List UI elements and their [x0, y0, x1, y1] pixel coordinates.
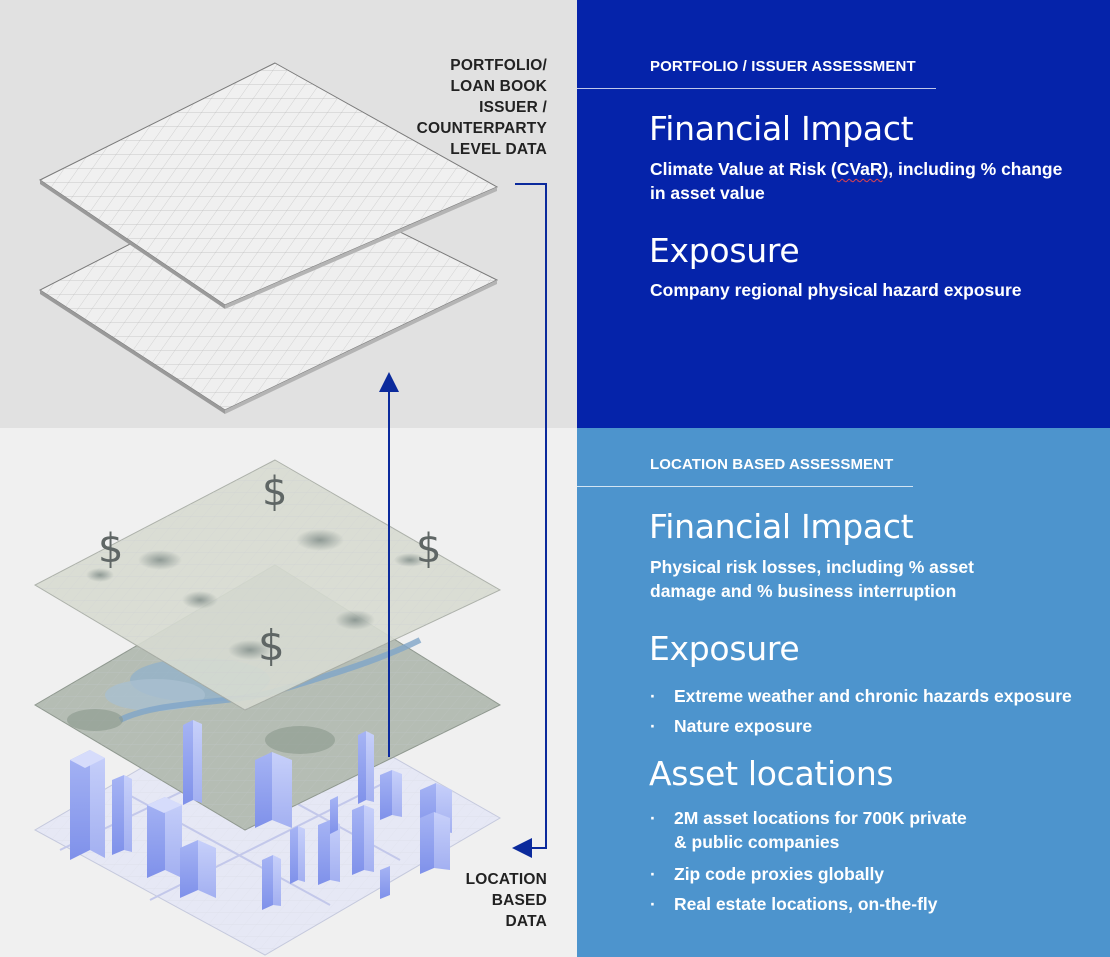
- wireframe-plate-upper: [39, 62, 499, 309]
- location-assessment-panel: LOCATION BASED ASSESSMENT Financial Impa…: [577, 428, 1110, 957]
- location-heading: LOCATION BASED ASSESSMENT: [650, 456, 894, 473]
- portfolio-label-line: LOAN BOOK: [450, 78, 547, 95]
- location-exposure-title: Exposure: [649, 629, 800, 668]
- asset-bullet-line: Real estate locations, on-the-fly: [674, 894, 938, 914]
- bracket-connector: [512, 183, 547, 858]
- location-label-line: DATA: [505, 913, 547, 930]
- portfolio-label-line: LEVEL DATA: [450, 141, 547, 158]
- cvar-suffix: ), including % change: [882, 159, 1063, 179]
- portfolio-exposure-title: Exposure: [649, 231, 800, 270]
- portfolio-label-line: ISSUER /: [479, 99, 547, 116]
- location-financial-line1: Physical risk losses, including % asset: [650, 557, 974, 577]
- portfolio-label-line: COUNTERPARTY: [416, 120, 547, 137]
- layer-illustration: $ $ $ $: [33, 62, 547, 956]
- location-financial-line2: damage and % business interruption: [650, 581, 957, 601]
- portfolio-divider: [577, 88, 936, 89]
- dollar-sign-2: $: [98, 526, 123, 572]
- portfolio-heading: PORTFOLIO / ISSUER ASSESSMENT: [650, 58, 916, 75]
- asset-bullet: Real estate locations, on-the-fly: [650, 892, 967, 916]
- portfolio-financial-line1: Climate Value at Risk (CVaR), including …: [650, 157, 1062, 181]
- exposure-bullet: Extreme weather and chronic hazards expo…: [650, 684, 1072, 708]
- location-financial-title: Financial Impact: [649, 507, 914, 546]
- portfolio-assessment-panel: PORTFOLIO / ISSUER ASSESSMENT Financial …: [577, 0, 1110, 428]
- location-financial-text: Physical risk losses, including % asset …: [650, 555, 974, 603]
- dollar-sign-4: $: [258, 621, 285, 670]
- portfolio-level-label: PORTFOLIO/ LOAN BOOK ISSUER / COUNTERPAR…: [417, 55, 547, 160]
- asset-bullet: 2M asset locations for 700K private & pu…: [650, 806, 967, 854]
- portfolio-financial-text: Climate Value at Risk (CVaR), including …: [650, 157, 1062, 205]
- location-level-label: LOCATION BASED DATA: [466, 869, 547, 932]
- portfolio-financial-title: Financial Impact: [649, 109, 914, 148]
- location-exposure-list: Extreme weather and chronic hazards expo…: [650, 684, 1072, 738]
- dollar-sign-3: $: [416, 526, 441, 572]
- asset-locations-list: 2M asset locations for 700K private & pu…: [650, 806, 967, 916]
- asset-bullet-line: Zip code proxies globally: [674, 864, 885, 884]
- exposure-bullet: Nature exposure: [650, 714, 1072, 738]
- risk-map-plate: [33, 459, 502, 711]
- city-buildings: [70, 720, 452, 910]
- asset-bullet: Zip code proxies globally: [650, 862, 967, 886]
- dollar-sign-1: $: [262, 469, 287, 515]
- cvar-term: CVaR: [836, 159, 883, 179]
- asset-bullet-line: & public companies: [674, 832, 840, 852]
- location-label-line: BASED: [491, 892, 547, 909]
- dollar-signs: $ $ $ $: [98, 469, 441, 670]
- asset-bullet-line: 2M asset locations for 700K private: [674, 808, 967, 828]
- portfolio-exposure-text: Company regional physical hazard exposur…: [650, 280, 1022, 300]
- location-divider: [577, 486, 913, 487]
- location-label-line: LOCATION: [465, 871, 547, 888]
- location-assets-title: Asset locations: [649, 754, 894, 793]
- portfolio-financial-line2: in asset value: [650, 183, 765, 203]
- cvar-prefix: Climate Value at Risk (: [650, 159, 837, 179]
- portfolio-label-line: PORTFOLIO/: [450, 57, 547, 74]
